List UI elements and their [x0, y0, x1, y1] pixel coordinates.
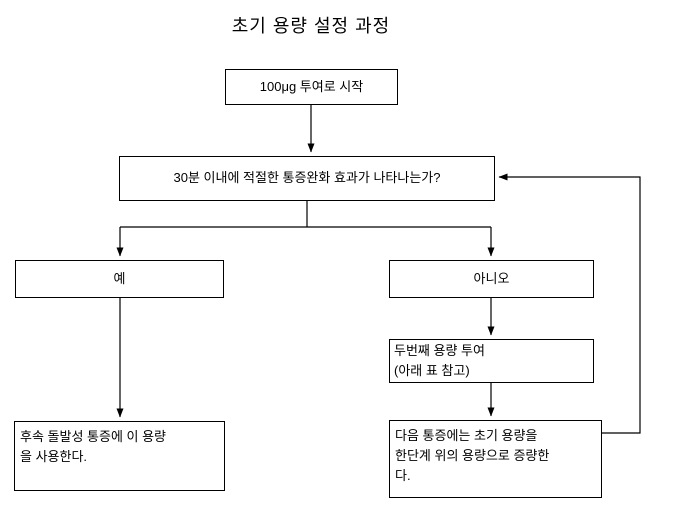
arrow-feedback-loop	[498, 173, 641, 434]
flowchart-title: 초기 용량 설정 과정	[231, 16, 391, 36]
node-yes: 예	[15, 260, 224, 298]
node-second-dose: 두번째 용량 투여 (아래 표 참고)	[389, 339, 594, 383]
node-no: 아니오	[389, 260, 594, 298]
node-increase-dose: 다음 통증에는 초기 용량을 한단계 위의 용량으로 증량한 다.	[389, 420, 602, 498]
node-start: 100μg 투여로 시작	[225, 69, 398, 105]
node-use-dose: 후속 돌발성 통증에 이 용량 을 사용한다.	[14, 421, 225, 491]
node-decision: 30분 이내에 적절한 통증완화 효과가 나타나는가?	[119, 156, 495, 201]
